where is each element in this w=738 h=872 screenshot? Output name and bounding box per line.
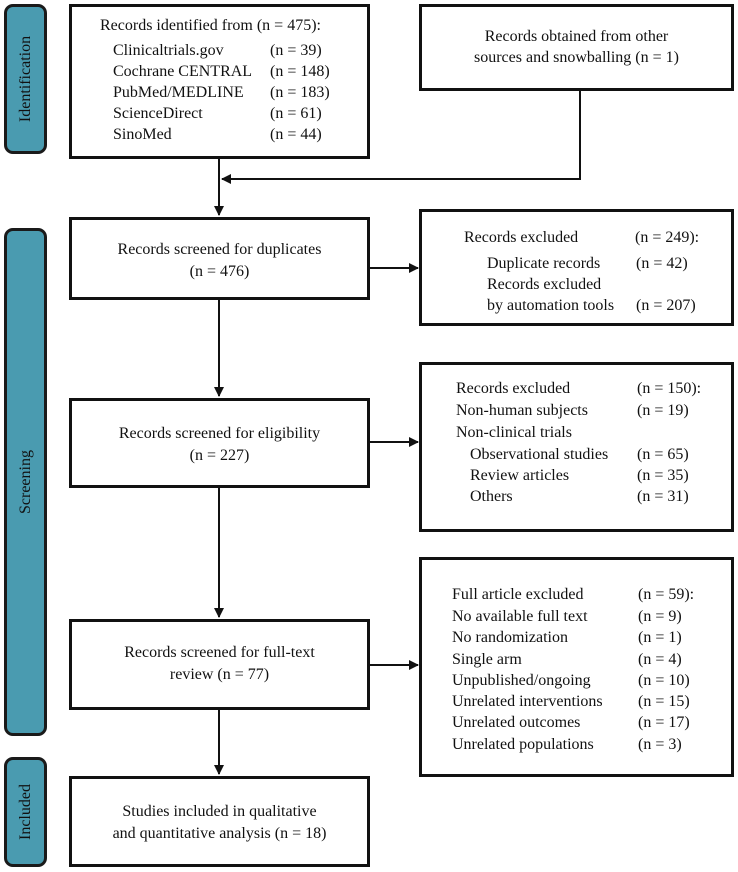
fulltext-box: Records screened for full-text review (n… [69,619,370,710]
phase-screening: Screening [4,228,47,736]
reason-count: (n = 9) [638,608,682,625]
eligibility-line1: Records screened for eligibility [118,425,321,442]
source-count: (n = 148) [270,63,330,80]
phase-included-label: Included [16,784,34,840]
others-count: (n = 31) [637,488,689,505]
identified-heading: Records identified from (n = 475): [100,17,321,34]
reason-count: (n = 15) [638,693,690,710]
automation-label-2: by automation tools [487,297,615,314]
nonhuman-count: (n = 19) [637,402,689,419]
source-name: ScienceDirect [113,105,203,122]
excluded-eligibility-box: Records excluded (n = 150): Non-human su… [419,362,734,532]
reason-count: (n = 10) [638,672,690,689]
excluded-full-count: (n = 59): [638,586,695,603]
identified-box: Records identified from (n = 475): Clini… [69,4,370,159]
duplicates-box: Records screened for duplicates (n = 476… [69,217,370,300]
excluded-duplicates-box: Records excluded (n = 249): Duplicate re… [419,209,734,326]
excluded-fulltext-box: Full article excluded (n = 59): No avail… [419,557,734,777]
included-line2: and quantitative analysis (n = 18) [112,825,327,842]
source-count: (n = 183) [270,84,330,101]
other-sources-line1: Records obtained from other [484,28,669,45]
reason-count: (n = 1) [638,629,682,646]
included-box: Studies included in qualitative and quan… [69,776,370,867]
excluded-full-heading: Full article excluded [452,586,584,603]
review-count: (n = 35) [637,467,689,484]
eligibility-line2: (n = 227) [189,447,250,464]
phase-identification-label: Identification [16,35,34,123]
reason-label: Unrelated populations [452,736,594,753]
others-label: Others [470,488,513,505]
fulltext-line1: Records screened for full-text [124,644,315,661]
reason-count: (n = 3) [638,736,682,753]
duplicates-line1: Records screened for duplicates [117,241,322,258]
other-sources-line2: sources and snowballing (n = 1) [474,49,679,66]
nonhuman-label: Non-human subjects [456,402,588,419]
phase-included: Included [4,757,47,867]
other-sources-box: Records obtained from other sources and … [419,4,734,91]
source-count: (n = 44) [270,126,322,143]
arrow-other-sources-to-flow [221,91,581,184]
reason-label: Unrelated outcomes [452,714,581,731]
included-line1: Studies included in qualitative [122,803,317,820]
automation-label-1: Records excluded [487,276,602,293]
phase-identification: Identification [4,4,47,154]
reason-label: Unpublished/ongoing [452,672,591,689]
reason-count: (n = 4) [638,651,682,668]
duplicate-records-count: (n = 42) [636,255,688,272]
excluded-elig-count: (n = 150): [637,380,702,397]
phase-screening-label: Screening [16,450,34,514]
excluded-elig-heading: Records excluded [456,380,571,397]
duplicates-line2: (n = 476) [189,263,250,280]
source-name: Clinicaltrials.gov [113,42,224,59]
reason-count: (n = 17) [638,714,690,731]
reason-label: No randomization [452,629,568,646]
observational-label: Observational studies [470,446,609,463]
observational-count: (n = 65) [637,446,689,463]
source-name: SinoMed [113,126,172,143]
review-label: Review articles [470,467,570,484]
source-name: Cochrane CENTRAL [113,63,253,80]
reason-label: Unrelated interventions [452,693,603,710]
automation-count: (n = 207) [636,297,696,314]
excluded-dup-heading: Records excluded [464,229,579,246]
fulltext-line2: review (n = 77) [169,666,270,683]
reason-label: No available full text [452,608,588,625]
duplicate-records-label: Duplicate records [487,255,601,272]
source-count: (n = 61) [270,105,322,122]
reason-label: Single arm [452,651,522,668]
source-count: (n = 39) [270,42,322,59]
excluded-dup-count: (n = 249): [635,229,700,246]
eligibility-box: Records screened for eligibility (n = 22… [69,398,370,488]
nonclinical-label: Non-clinical trials [456,424,572,441]
source-name: PubMed/MEDLINE [113,84,244,101]
